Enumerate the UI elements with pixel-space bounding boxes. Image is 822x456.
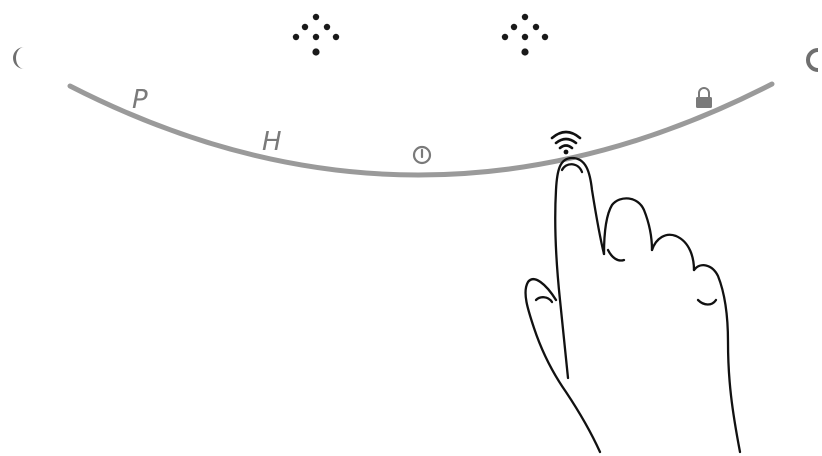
crescent-icon: [808, 50, 818, 70]
power-icon: [414, 147, 430, 163]
wifi-icon: [552, 132, 580, 154]
dot-cluster-icon: [502, 14, 548, 56]
control-arc: [70, 84, 772, 175]
pointing-hand-icon: [526, 158, 740, 452]
label-h: H: [262, 127, 282, 157]
dot-cluster-icon: [293, 14, 339, 56]
moon-icon: [13, 47, 24, 69]
lock-icon: [696, 88, 712, 108]
label-p: P: [132, 85, 148, 115]
